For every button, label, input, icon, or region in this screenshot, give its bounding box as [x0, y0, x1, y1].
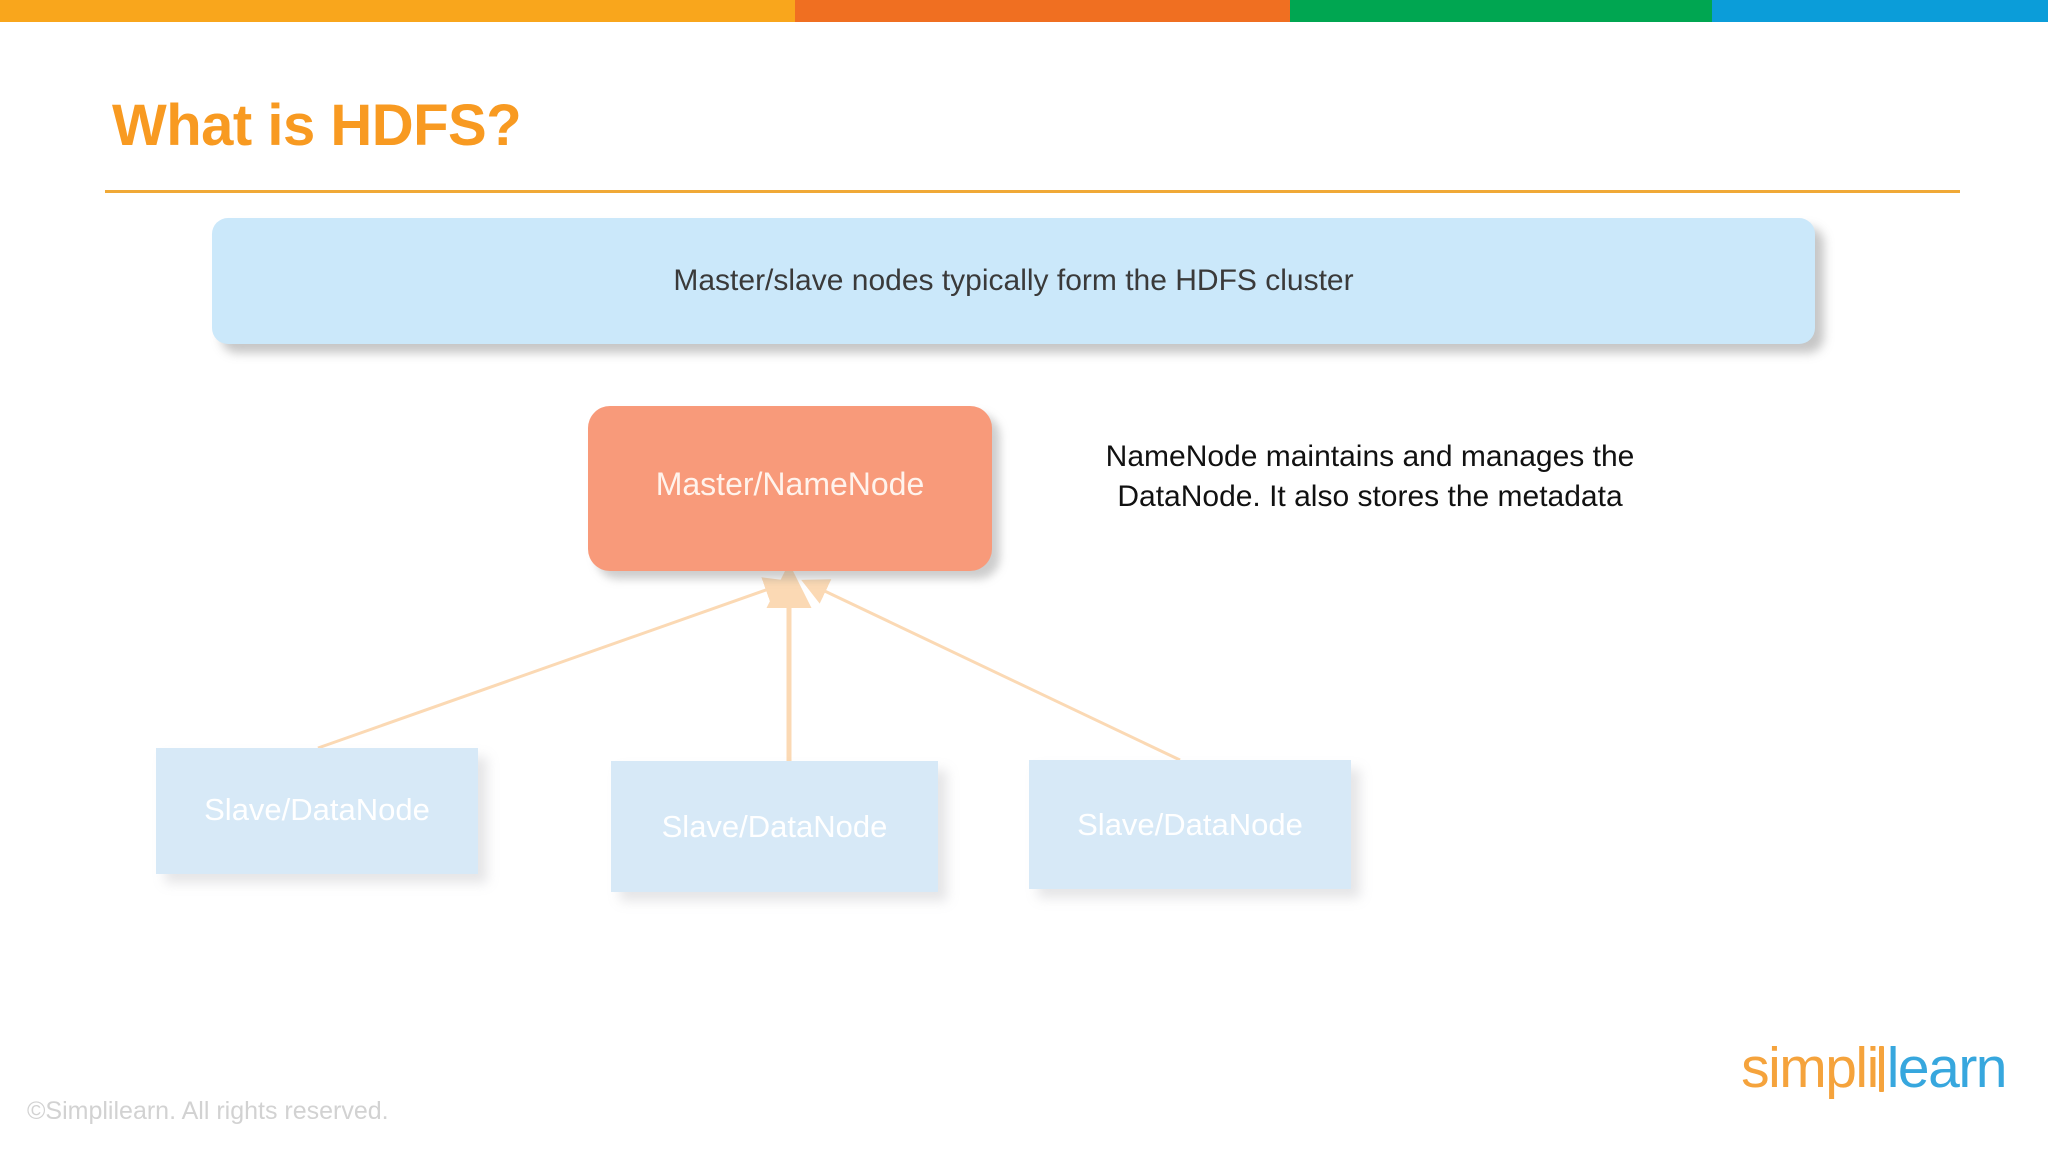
master-namenode-box: Master/NameNode	[588, 406, 992, 571]
slave-datanode-label-1: Slave/DataNode	[204, 792, 430, 827]
copyright-text: ©Simplilearn. All rights reserved.	[27, 1097, 389, 1125]
cluster-banner-text: Master/slave nodes typically form the HD…	[673, 264, 1354, 297]
logo-divider-bar	[1878, 1046, 1884, 1092]
topbar-segment-yellow	[0, 0, 795, 22]
arrow-slave-2-to-master	[801, 579, 1181, 762]
slave-datanode-box-1: Slave/DataNode	[156, 748, 478, 874]
topbar-segment-orange	[795, 0, 1290, 22]
topbar-segment-blue	[1712, 0, 2048, 22]
page-title: What is HDFS?	[112, 93, 522, 158]
slave-datanode-box-2: Slave/DataNode	[611, 761, 938, 892]
logo-text-simpli: simpli	[1741, 1036, 1879, 1100]
cluster-banner: Master/slave nodes typically form the HD…	[212, 218, 1815, 344]
arrow-slave-0-to-master	[317, 577, 792, 750]
slave-datanode-box-3: Slave/DataNode	[1029, 760, 1351, 889]
logo-text-learn: learn	[1886, 1036, 2008, 1100]
top-color-bar	[0, 0, 2048, 22]
master-description-text: NameNode maintains and manages the DataN…	[1105, 440, 1635, 513]
master-namenode-label: Master/NameNode	[655, 466, 925, 502]
title-divider	[105, 190, 1960, 193]
slave-datanode-label-2: Slave/DataNode	[661, 808, 888, 844]
simplilearn-logo: simpli learn	[1741, 1036, 2008, 1100]
slave-datanode-label-3: Slave/DataNode	[1077, 806, 1303, 842]
topbar-segment-green	[1290, 0, 1712, 22]
